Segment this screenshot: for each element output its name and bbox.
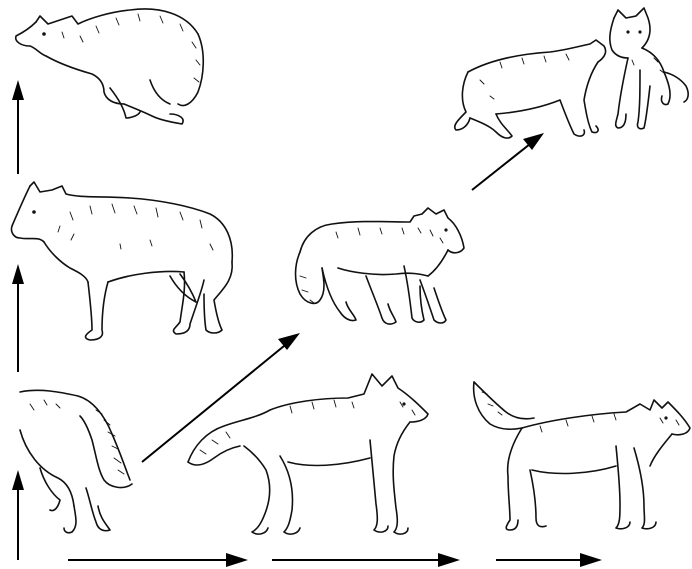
- background: [0, 0, 692, 569]
- wolf-posture-diagram: [0, 0, 692, 569]
- diagram-svg: [0, 0, 692, 569]
